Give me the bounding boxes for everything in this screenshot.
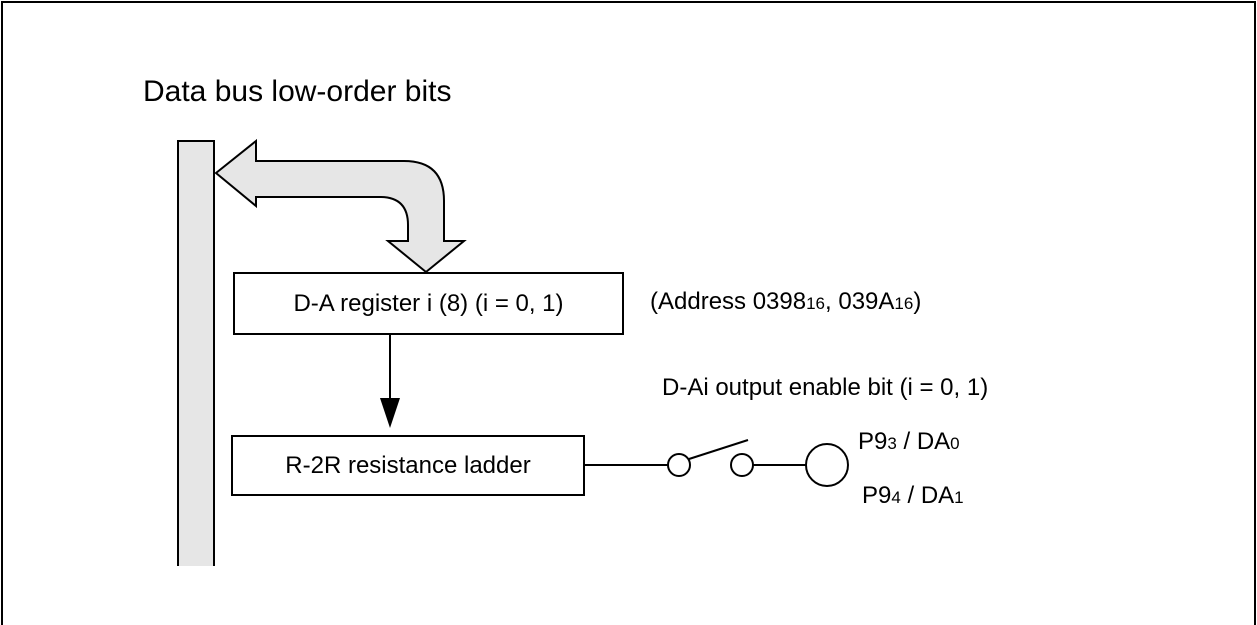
enable-bit-label: D-Ai output enable bit (i = 0, 1) — [662, 374, 989, 401]
pin1-mid: / DA — [900, 482, 955, 509]
address-subscript-1: 16 — [806, 294, 826, 313]
address-mid: , 039A — [825, 288, 895, 315]
address-label: (Address 039816, 039A16) — [650, 290, 921, 314]
pin0-mid: / DA — [896, 428, 951, 455]
bus-arrow — [214, 138, 467, 274]
pin-label-da0: P93 / DA0 — [858, 430, 960, 454]
pin1-subscript-2: 1 — [954, 488, 964, 507]
r2r-ladder-box: R-2R resistance ladder — [231, 435, 585, 496]
address-subscript-2: 16 — [894, 294, 914, 313]
pin1-subscript-1: 4 — [891, 488, 901, 507]
pin0-main: P9 — [858, 428, 888, 455]
pin1-main: P9 — [862, 482, 892, 509]
data-bus-bar — [177, 140, 215, 566]
address-prefix: (Address 0398 — [650, 288, 807, 315]
r2r-ladder-label: R-2R resistance ladder — [285, 451, 531, 479]
da-register-box: D-A register i (8) (i = 0, 1) — [233, 272, 624, 335]
switch-terminal-right — [730, 453, 754, 477]
pin0-subscript-1: 3 — [887, 434, 897, 453]
data-bus-title: Data bus low-order bits — [143, 75, 452, 108]
switch-terminal-left — [667, 453, 691, 477]
switch-blade — [688, 439, 749, 460]
address-suffix: ) — [913, 288, 922, 315]
output-pin-terminal — [805, 443, 849, 487]
da-register-label: D-A register i (8) (i = 0, 1) — [293, 289, 564, 317]
register-to-ladder-arrowhead — [380, 398, 400, 428]
pin0-subscript-2: 0 — [950, 434, 960, 453]
pin-label-da1: P94 / DA1 — [862, 484, 964, 508]
